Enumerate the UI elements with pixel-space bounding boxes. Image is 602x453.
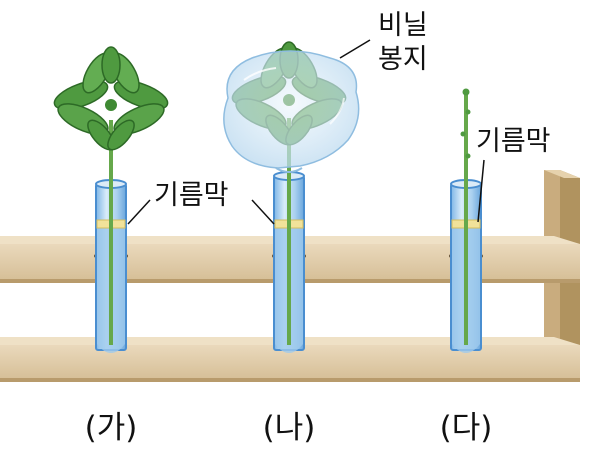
callout-plastic-bag: 비닐 봉지 [339, 10, 428, 75]
plastic-bag [223, 50, 360, 169]
tube-label-da: (다) [440, 410, 493, 446]
plastic-bag-label-line2: 봉지 [378, 44, 428, 75]
tube-label-na: (나) [263, 410, 316, 446]
tube-da [449, 88, 483, 353]
leafy-plant [53, 46, 169, 151]
plastic-bag-label-line1: 비닐 [378, 10, 428, 41]
tube-na [223, 41, 360, 353]
tube-ga [53, 46, 169, 353]
tube-label-ga: (가) [85, 410, 138, 446]
stem [109, 120, 113, 345]
leafless-stem [460, 88, 471, 345]
oil-film-label-right: 기름막 [476, 126, 551, 157]
tube-labels: (가) (나) (다) [85, 410, 493, 446]
oil-film-label-middle: 기름막 [154, 180, 229, 211]
stem [287, 118, 291, 345]
callout-oil-film-da: 기름막 [476, 126, 551, 223]
callout-oil-film-ga-na: 기름막 [127, 180, 275, 225]
